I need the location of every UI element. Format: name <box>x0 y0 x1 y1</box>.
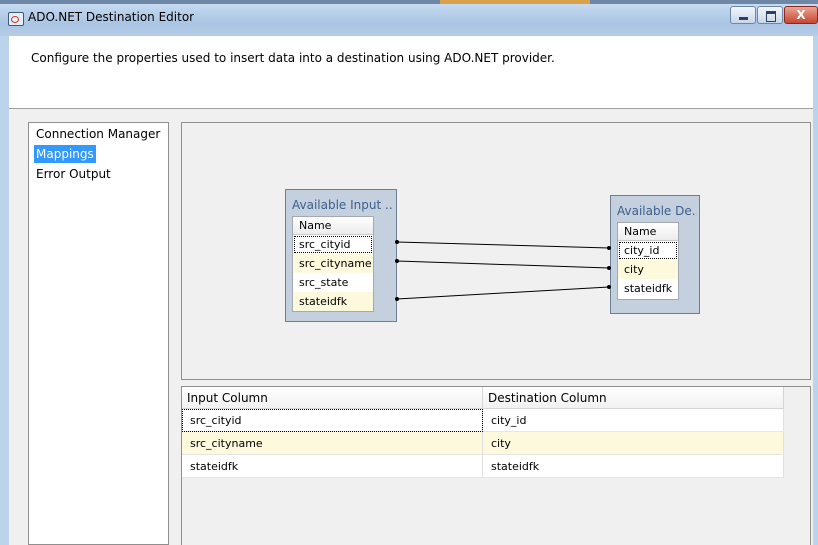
available-input-columns-box[interactable]: Available Input ... Name src_cityid src_… <box>285 189 397 322</box>
mapping-line-cityname-start <box>395 259 399 263</box>
maximize-button[interactable] <box>757 6 783 24</box>
dest-name-header: Name <box>618 223 678 241</box>
input-column-stateidfk[interactable]: stateidfk <box>293 292 373 311</box>
input-column-src-cityname[interactable]: src_cityname <box>293 254 373 273</box>
window-title: ADO.NET Destination Editor <box>28 10 195 24</box>
background-highlight <box>440 0 590 4</box>
window-frame-left <box>0 36 9 545</box>
background-taskbar-strip <box>0 0 818 4</box>
nav-item-mappings[interactable]: Mappings <box>34 145 96 163</box>
header-separator <box>9 108 813 109</box>
destination-columns-list: Name city_id city stateidfk <box>617 222 679 300</box>
grid-header-input-column[interactable]: Input Column <box>182 387 483 409</box>
input-columns-list: Name src_cityid src_cityname src_state s… <box>292 216 374 312</box>
title-bar: ADO.NET Destination Editor X <box>0 0 818 36</box>
minimize-button[interactable] <box>730 6 756 24</box>
grid-input-cell-3[interactable]: stateidfk <box>182 455 483 478</box>
input-column-src-cityid[interactable]: src_cityid <box>293 235 373 254</box>
grid-dest-cell-2[interactable]: city <box>483 432 784 455</box>
mapping-line-cityid-start <box>395 240 399 244</box>
mapping-canvas[interactable]: Available Input ... Name src_cityid src_… <box>181 122 811 380</box>
mapping-line-stateidfk-start <box>395 297 399 301</box>
mapping-line-cityname-end <box>607 266 611 270</box>
mapping-grid: Input Column Destination Column src_city… <box>181 386 811 545</box>
nav-item-connection-manager[interactable]: Connection Manager <box>36 127 161 141</box>
dest-column-city[interactable]: city <box>618 260 678 279</box>
mapping-line-cityname <box>396 260 610 269</box>
window-frame-right <box>813 36 818 545</box>
close-icon: X <box>796 8 806 22</box>
mapping-line-cityid-end <box>607 246 611 250</box>
grid-dest-cell-1[interactable]: city_id <box>483 409 784 432</box>
mapping-line-cityid <box>396 241 610 249</box>
grid-dest-cell-3[interactable]: stateidfk <box>483 455 784 478</box>
grid-header-destination-column[interactable]: Destination Column <box>483 387 784 409</box>
mapping-line-stateidfk <box>396 286 610 300</box>
grid-input-cell-2[interactable]: src_cityname <box>182 432 483 455</box>
input-name-header: Name <box>293 217 373 235</box>
app-icon <box>8 12 24 26</box>
page-nav-list: Connection Manager Mappings Error Output <box>28 122 169 545</box>
dest-column-stateidfk[interactable]: stateidfk <box>624 282 673 295</box>
dest-column-city-id[interactable]: city_id <box>618 241 678 260</box>
close-button[interactable]: X <box>784 6 818 24</box>
dest-box-title: Available De... <box>617 204 697 218</box>
grid-input-cell-1[interactable]: src_cityid <box>182 409 483 432</box>
mapping-line-stateidfk-end <box>607 285 611 289</box>
mapping-lines <box>395 240 611 301</box>
header-panel <box>9 36 813 108</box>
header-description: Configure the properties used to insert … <box>31 51 555 65</box>
available-destination-columns-box[interactable]: Available De... Name city_id city statei… <box>610 195 700 314</box>
input-column-src-state[interactable]: src_state <box>299 276 349 289</box>
input-box-title: Available Input ... <box>292 198 392 212</box>
nav-item-error-output[interactable]: Error Output <box>36 167 111 181</box>
